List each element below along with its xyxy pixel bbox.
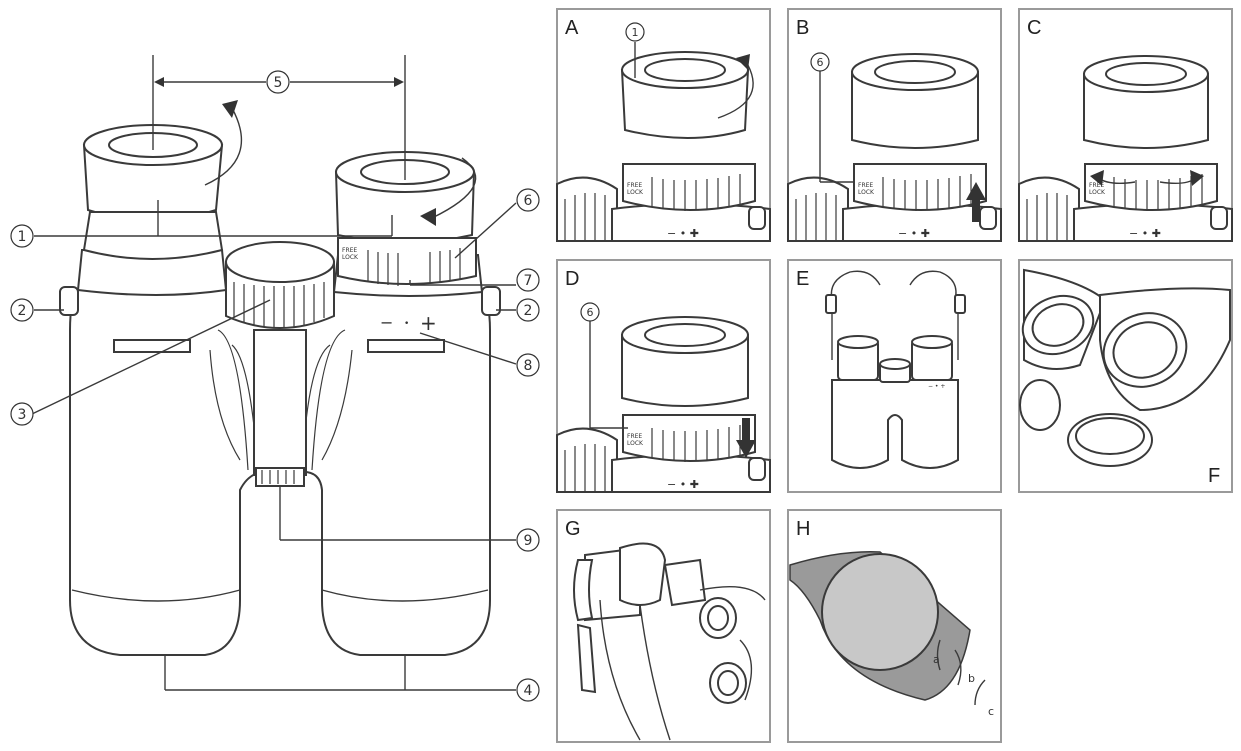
svg-text:− • +: − • +: [928, 383, 945, 390]
diopter-dot: •: [404, 319, 409, 329]
panel-f: F: [1018, 259, 1233, 493]
panel-e: − • + E: [787, 259, 1002, 493]
left-plate: [113, 339, 191, 353]
svg-text:9: 9: [524, 533, 533, 549]
panel-d-label: D: [565, 268, 579, 290]
svg-text:7: 7: [524, 273, 533, 289]
tripod-socket: [255, 467, 305, 487]
panel-a: 1 A: [556, 8, 771, 242]
svg-text:2: 2: [524, 303, 533, 319]
panel-g: G: [556, 509, 771, 743]
panel-f-label: F: [1208, 465, 1220, 487]
hinge-column: [253, 329, 307, 476]
right-plate: [367, 339, 445, 353]
panel-a-label: A: [565, 17, 579, 39]
svg-text:2: 2: [18, 303, 27, 319]
svg-text:8: 8: [524, 358, 533, 374]
diopter-minus: −: [380, 313, 393, 332]
callout-2-right: 2: [516, 298, 540, 322]
svg-text:6: 6: [817, 56, 824, 69]
callout-9: 9: [516, 528, 540, 552]
strap-letter-c: c: [988, 705, 994, 718]
callout-1: 1: [10, 224, 34, 248]
ring-free-text: FREE: [342, 247, 357, 254]
callout-5: 5: [266, 70, 290, 94]
panel-d: 6 D: [556, 259, 771, 493]
panel-b-label: B: [796, 17, 809, 39]
diopter-plus: +: [420, 311, 437, 335]
diopter-ring: [337, 237, 477, 285]
left-strap-lug: [59, 286, 79, 316]
panel-h-label: H: [796, 518, 810, 540]
strap-letter-a: a: [933, 653, 940, 666]
svg-text:1: 1: [632, 26, 639, 39]
panel-b: 6 B: [787, 8, 1002, 242]
svg-text:1: 1: [18, 229, 27, 245]
right-strap-lug: [481, 286, 501, 316]
svg-text:6: 6: [587, 306, 594, 319]
callout-3: 3: [10, 402, 34, 426]
callout-4: 4: [516, 678, 540, 702]
strap-letter-b: b: [968, 672, 975, 685]
callout-2-left: 2: [10, 298, 34, 322]
ring-lock-text: LOCK: [342, 254, 359, 261]
right-rotate-arrow: [431, 157, 477, 219]
panel-e-label: E: [796, 268, 809, 290]
main-binocular: FREE LOCK − • +: [59, 100, 501, 656]
svg-text:5: 5: [274, 75, 283, 91]
panel-g-label: G: [565, 518, 581, 540]
leader-lines: [31, 55, 517, 691]
svg-text:6: 6: [524, 193, 533, 209]
callout-8: 8: [516, 353, 540, 377]
callout-7: 7: [516, 268, 540, 292]
main-callouts: 1 2 2 3 4 5 6 7 8 9: [10, 70, 540, 702]
svg-text:4: 4: [524, 683, 533, 699]
panel-h: a b c H: [787, 509, 1002, 743]
left-rotate-arrow: [204, 107, 243, 186]
svg-text:3: 3: [18, 407, 27, 423]
panel-c-label: C: [1027, 17, 1041, 39]
focus-wheel-top: [225, 241, 335, 283]
callout-6: 6: [516, 188, 540, 212]
panel-c: C: [1018, 8, 1233, 242]
